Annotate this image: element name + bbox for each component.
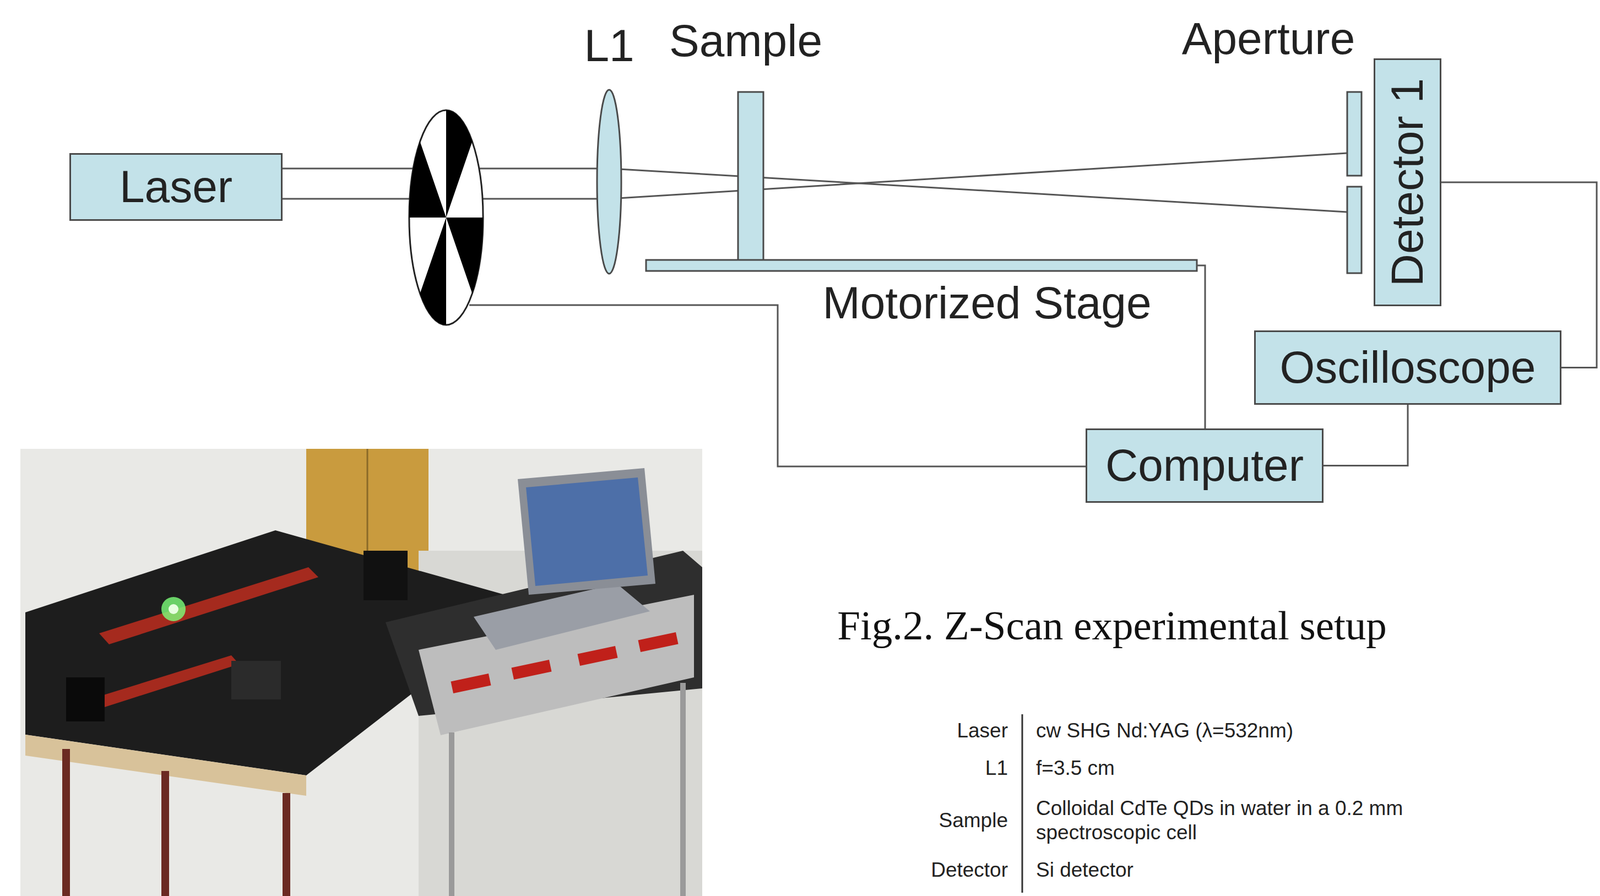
signal-cable xyxy=(1323,404,1408,466)
table-cell: L1 xyxy=(985,756,1008,781)
aperture-plate xyxy=(1347,91,1362,176)
box-label: Computer xyxy=(1105,440,1304,491)
table-divider xyxy=(1021,714,1024,893)
part-label: L1 xyxy=(583,18,634,73)
sample-cell xyxy=(738,91,764,261)
table-cell: f=3.5 cm xyxy=(1036,756,1115,781)
table-cell: Colloidal CdTe QDs in water in a 0.2 mm … xyxy=(1036,796,1417,846)
setup-photo xyxy=(20,448,703,896)
lens-symbol xyxy=(597,89,622,274)
component-box: Detector 1 xyxy=(1373,58,1442,307)
box-label: Detector 1 xyxy=(1382,78,1433,287)
chopper-wheel xyxy=(409,110,484,325)
box-label: Laser xyxy=(119,161,233,212)
part-label: Aperture xyxy=(1181,11,1356,66)
table-cell: Si detector xyxy=(1036,858,1134,883)
table-cell: cw SHG Nd:YAG (λ=532nm) xyxy=(1036,718,1294,743)
table-cell: Detector xyxy=(930,858,1008,883)
figure-caption: Fig.2. Z-Scan experimental setup xyxy=(837,601,1387,650)
part-label: Motorized Stage xyxy=(822,275,1152,330)
aperture-plate xyxy=(1347,186,1362,274)
part-label: Sample xyxy=(669,13,823,68)
box-label: Oscilloscope xyxy=(1280,342,1537,393)
component-box: Oscilloscope xyxy=(1254,330,1562,405)
component-box: Laser xyxy=(69,153,283,221)
table-cell: Laser xyxy=(956,718,1008,743)
table-cell: Sample xyxy=(939,808,1008,833)
motorized-stage xyxy=(646,259,1197,271)
component-box: Computer xyxy=(1085,428,1324,503)
